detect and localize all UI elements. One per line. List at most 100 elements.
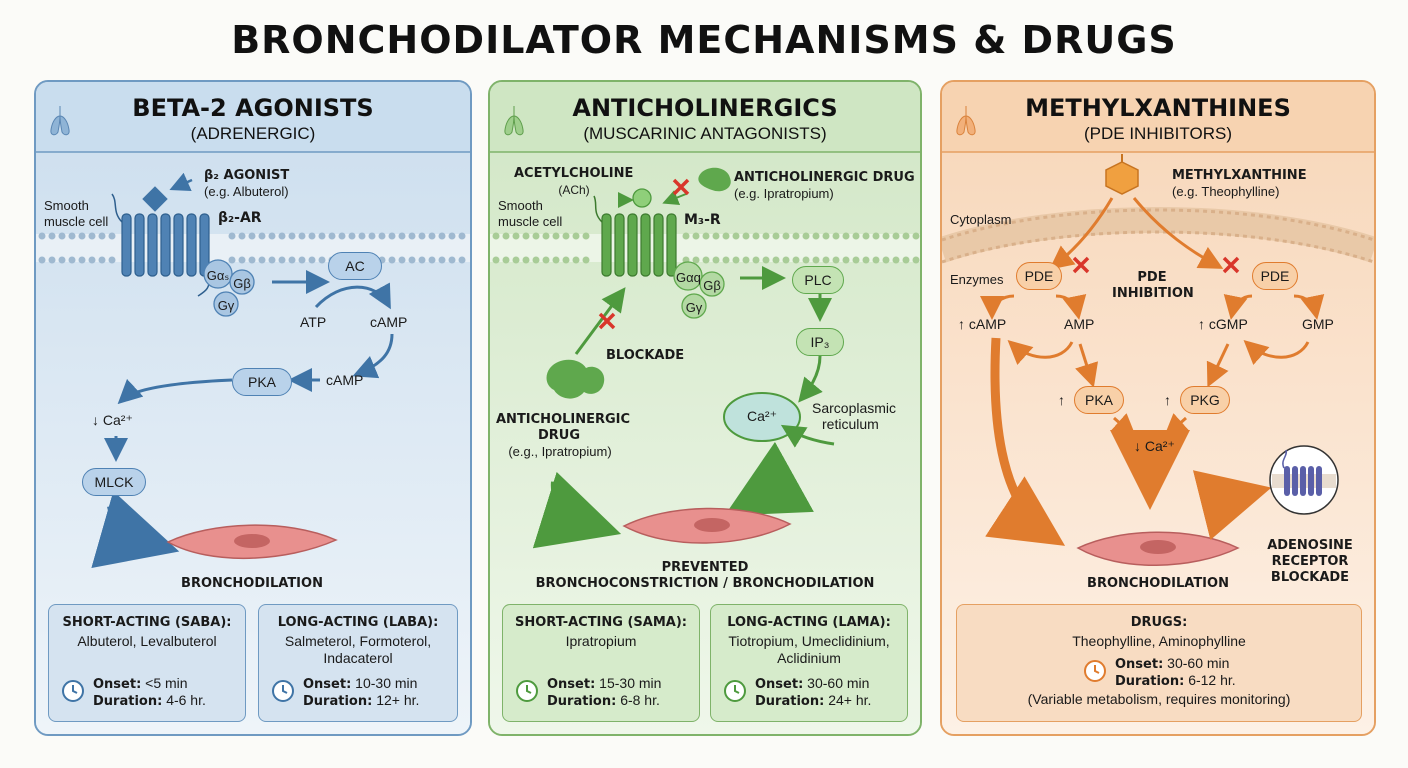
cell-label-2: muscle cell	[44, 214, 109, 229]
duration-line: Duration: 6-12 hr.	[1115, 672, 1236, 689]
panel-subtitle: (ADRENERGIC)	[190, 124, 316, 143]
cell-membrane	[490, 232, 920, 264]
box-title: SHORT-ACTING (SAMA):	[515, 615, 687, 630]
g-gamma-label: Gγ	[685, 300, 703, 315]
pde-node-left: PDE	[1016, 262, 1062, 290]
duration-line: Duration: 4-6 hr.	[93, 692, 206, 709]
box-drugs-2: Indacaterol	[323, 650, 393, 666]
drug-top-example: (e.g. Ipratropium)	[734, 186, 834, 201]
blockade-label: BLOCKADE	[606, 348, 685, 363]
calcium-label: Ca²⁺	[747, 408, 777, 424]
receptor-label: M₃-R	[684, 212, 721, 228]
adenosine-receptor-icon	[1269, 445, 1339, 515]
acetylcholine-label: ACETYLCHOLINE	[514, 166, 634, 181]
inhibit-x-icon-left	[1072, 256, 1090, 274]
page-title: BRONCHODILATOR MECHANISMS & DRUGS	[231, 18, 1177, 62]
result-label-1: PREVENTED	[661, 560, 749, 575]
box-drugs-1: Salmeterol, Formoterol,	[284, 633, 432, 649]
beta-pathway-graphic	[36, 82, 470, 734]
lungs-icon	[50, 106, 70, 136]
panel-methylxanthines: METHYLXANTHINES (PDE INHIBITORS) METHYLX…	[940, 80, 1376, 736]
onset-line: Onset: <5 min	[93, 675, 188, 692]
lama-box: LONG-ACTING (LAMA): Tiotropium, Umeclidi…	[710, 604, 908, 722]
panel-title: ANTICHOLINERGICS	[572, 94, 838, 122]
calcium-label: ↓ Ca²⁺	[92, 412, 133, 428]
pka-node: PKA	[232, 368, 292, 396]
panel-title: BETA-2 AGONISTS	[132, 94, 374, 122]
panel-title: METHYLXANTHINES	[1025, 94, 1291, 122]
gmp-label: GMP	[1302, 316, 1334, 332]
panel-beta2-agonists: BETA-2 AGONISTS (ADRENERGIC) β₂ AGONIST …	[34, 80, 472, 736]
clock-icon	[724, 680, 746, 702]
g-alpha-label: Gαq	[676, 270, 701, 285]
onset-line: Onset: 30-60 min	[755, 675, 870, 692]
agonist-label: β₂ AGONIST	[204, 168, 290, 183]
enzymes-label: Enzymes	[950, 272, 1004, 287]
camp-label: ↑ cAMP	[958, 316, 1007, 332]
m3-receptor	[601, 213, 677, 277]
duration-line: Duration: 24+ hr.	[755, 692, 872, 709]
inhibit-x-icon-right	[1222, 256, 1240, 274]
drug-side-label-2: DRUG	[537, 428, 581, 443]
drug-side-example: (e.g., Ipratropium)	[508, 444, 612, 459]
lungs-icon	[956, 106, 976, 136]
saba-box: SHORT-ACTING (SABA): Albuterol, Levalbut…	[48, 604, 246, 722]
anticholinergic-drug-blob	[698, 167, 731, 192]
drug-example: (e.g. Theophylline)	[1172, 184, 1280, 199]
cell-label-1: Smooth	[498, 198, 543, 213]
clock-icon	[1084, 660, 1106, 682]
clock-icon	[62, 680, 84, 702]
result-label: BRONCHODILATION	[181, 576, 323, 591]
box-title: LONG-ACTING (LAMA):	[727, 615, 891, 630]
beta2-receptor	[121, 213, 210, 277]
box-title: SHORT-ACTING (SABA):	[62, 615, 232, 630]
result-label: BRONCHODILATION	[1087, 576, 1229, 591]
ach-molecule	[632, 188, 652, 208]
adenosine-label-1: ADENOSINE	[1267, 538, 1353, 553]
panel-anticholinergics: ANTICHOLINERGICS (MUSCARINIC ANTAGONISTS…	[488, 80, 922, 736]
box-drugs-2: Aclidinium	[777, 650, 841, 666]
pde-node-right: PDE	[1252, 262, 1298, 290]
box-drugs: Theophylline, Aminophylline	[1072, 633, 1246, 649]
inhibition-label-2: INHIBITION	[1112, 286, 1194, 301]
box-drugs: Ipratropium	[565, 633, 637, 649]
agonist-example: (e.g. Albuterol)	[204, 184, 289, 199]
pkg-up-arrow: ↑	[1164, 392, 1171, 408]
clock-icon	[272, 680, 294, 702]
sr-label-1: Sarcoplasmic	[812, 400, 897, 416]
onset-line: Onset: 10-30 min	[303, 675, 418, 692]
block-x-icon	[672, 178, 690, 196]
sama-box: SHORT-ACTING (SAMA): Ipratropium Onset: …	[502, 604, 700, 722]
camp-label-2: cAMP	[326, 372, 364, 388]
pkg-node: PKG	[1180, 386, 1230, 414]
box-title: DRUGS:	[1130, 615, 1188, 630]
duration-line: Duration: 6-8 hr.	[547, 692, 660, 709]
cell-label-2: muscle cell	[498, 214, 563, 229]
box-note: (Variable metabolism, requires monitorin…	[1027, 691, 1291, 707]
g-beta-label: Gβ	[233, 276, 251, 291]
lungs-icon	[504, 106, 524, 136]
drug-side-label-1: ANTICHOLINERGIC	[496, 412, 631, 427]
methylxanthine-drugs-box: DRUGS: Theophylline, Aminophylline Onset…	[956, 604, 1362, 722]
cell-membrane	[942, 207, 1374, 263]
onset-line: Onset: 15-30 min	[547, 675, 662, 692]
duration-line: Duration: 12+ hr.	[303, 692, 420, 709]
camp-label-1: cAMP	[370, 314, 408, 330]
calcium-label: ↓ Ca²⁺	[1134, 438, 1175, 454]
amp-label: AMP	[1064, 316, 1095, 332]
mlck-node: MLCK	[82, 468, 146, 496]
ac-node: AC	[328, 252, 382, 280]
box-drugs: Albuterol, Levalbuterol	[77, 633, 217, 649]
inhibition-label-1: PDE	[1137, 270, 1167, 285]
clock-icon	[516, 680, 538, 702]
box-drugs-1: Tiotropium, Umeclidinium,	[728, 633, 890, 649]
ach-abbr: (ACh)	[558, 183, 590, 197]
sr-label-2: reticulum	[822, 416, 879, 432]
drug-top-label: ANTICHOLINERGIC DRUG	[734, 170, 915, 185]
pka-up-arrow: ↑	[1058, 392, 1065, 408]
laba-box: LONG-ACTING (LABA): Salmeterol, Formoter…	[258, 604, 458, 722]
panel-subtitle: (MUSCARINIC ANTAGONISTS)	[583, 124, 827, 143]
receptor-label: β₂-AR	[218, 210, 262, 226]
cell-label-1: Smooth	[44, 198, 89, 213]
result-label-2: BRONCHOCONSTRICTION / BRONCHODILATION	[535, 576, 875, 591]
